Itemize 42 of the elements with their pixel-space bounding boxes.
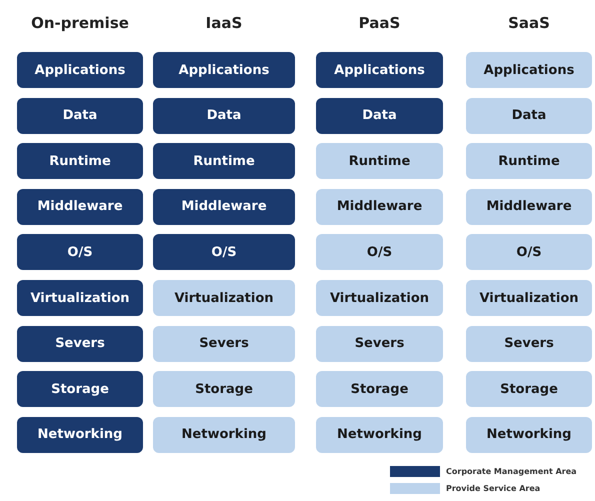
layer-box: Storage: [466, 371, 592, 408]
layer-box: Data: [466, 98, 592, 134]
layer-box: Storage: [153, 371, 295, 408]
layer-box: Networking: [17, 416, 143, 453]
layer-box: Data: [17, 98, 143, 134]
layer-box: O/S: [316, 234, 443, 270]
layer-box: Runtime: [153, 143, 295, 180]
layer-box: Applications: [316, 52, 443, 88]
layer-box: Middleware: [17, 188, 143, 225]
column-heading: PaaS: [358, 14, 402, 32]
layer-box: Applications: [153, 52, 295, 88]
layer-box: Networking: [153, 416, 295, 453]
column-heading: SaaS: [507, 14, 551, 32]
layer-box: O/S: [466, 234, 592, 270]
layer-box: Severs: [17, 326, 143, 362]
layer-box: Severs: [153, 326, 295, 362]
column-heading: On-premise: [30, 14, 130, 32]
layer-box: Storage: [17, 371, 143, 408]
layer-box: Virtualization: [316, 280, 443, 316]
layer-box: Applications: [17, 52, 143, 88]
layer-box: Storage: [316, 371, 443, 408]
layer-box: Virtualization: [466, 280, 592, 316]
column-heading: IaaS: [204, 14, 244, 32]
layer-box: Runtime: [316, 143, 443, 180]
layer-box: Middleware: [316, 188, 443, 225]
layer-box: Severs: [316, 326, 443, 362]
layer-box: Networking: [466, 416, 592, 453]
layer-box: Severs: [466, 326, 592, 362]
layer-box: Middleware: [466, 188, 592, 225]
layer-box: Runtime: [466, 143, 592, 180]
layer-box: Virtualization: [17, 280, 143, 316]
layer-box: Middleware: [153, 188, 295, 225]
legend-label: Provide Service Area: [446, 484, 540, 493]
layer-box: Virtualization: [153, 280, 295, 316]
legend-label: Corporate Management Area: [446, 467, 577, 476]
layer-box: Data: [316, 98, 443, 134]
layer-box: Runtime: [17, 143, 143, 180]
layer-box: Applications: [466, 52, 592, 88]
layer-box: Networking: [316, 416, 443, 453]
layer-box: O/S: [153, 234, 295, 270]
layer-box: Data: [153, 98, 295, 134]
layer-box: O/S: [17, 234, 143, 270]
